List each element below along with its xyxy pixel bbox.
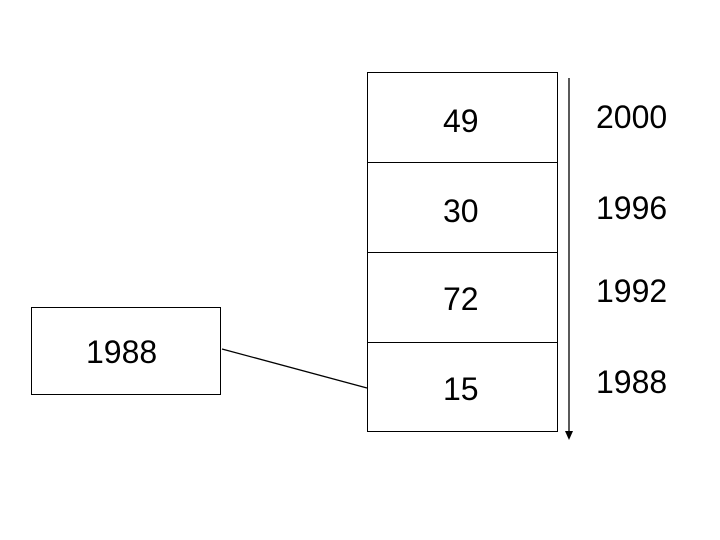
stack-cell: 30: [368, 162, 557, 252]
stack-cell: 72: [368, 252, 557, 342]
stack-cell-value: 72: [443, 281, 479, 317]
stack-cell-value: 15: [443, 371, 479, 407]
lookup-key-label: 1988: [86, 334, 158, 370]
stack-cell: 15: [368, 342, 557, 432]
stack-cell-value: 49: [443, 103, 479, 139]
value-stack: 49 30 72 15: [367, 72, 558, 432]
year-label: 2000: [596, 99, 668, 135]
direction-arrow-head: [565, 431, 573, 440]
stack-cell: 49: [368, 73, 557, 163]
stack-cell-value: 30: [443, 193, 479, 229]
year-label: 1992: [596, 273, 668, 309]
year-label: 1988: [596, 364, 668, 400]
year-label: 1996: [596, 190, 668, 226]
lookup-key-box: 1988: [31, 307, 221, 395]
connector-line: [221, 348, 368, 389]
